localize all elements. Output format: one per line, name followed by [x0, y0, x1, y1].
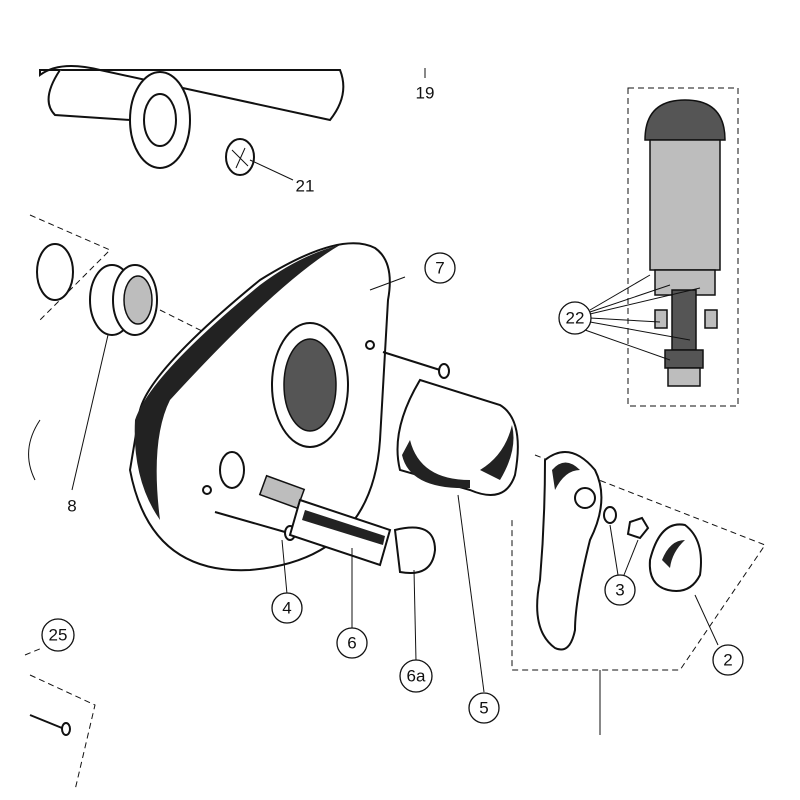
sleeve-5	[396, 378, 519, 693]
valve-body	[39, 65, 345, 169]
screw-upper	[382, 351, 450, 379]
adapter-8	[71, 264, 211, 491]
label-6: 6	[347, 634, 356, 653]
label-19: 19	[416, 84, 435, 103]
label-25: 25	[49, 626, 68, 645]
callout-5-circle	[468, 692, 500, 724]
screw-25	[24, 647, 96, 791]
callout-2-circle	[712, 644, 744, 676]
label-22: 22	[566, 309, 585, 328]
o-ring	[36, 243, 74, 301]
callout-3-circle	[604, 574, 636, 606]
screw-21	[225, 138, 294, 181]
label-21: 21	[296, 177, 315, 196]
cartridge-6	[258, 474, 392, 628]
label-6a: 6a	[407, 667, 426, 686]
label-4: 4	[282, 599, 291, 618]
label-2: 2	[723, 651, 732, 670]
callout-7-circle	[424, 252, 456, 284]
inset-cartridge-detail	[584, 87, 739, 407]
label-7: 7	[435, 259, 444, 278]
cap-2	[648, 523, 719, 646]
label-8: 8	[67, 497, 76, 516]
callout-22-circle	[558, 301, 592, 335]
callout-25-circle	[41, 618, 75, 652]
cap-6a	[393, 526, 437, 662]
label-3: 3	[615, 581, 624, 600]
callout-6a-circle	[399, 659, 433, 693]
curve-left	[28, 419, 41, 481]
label-5: 5	[479, 699, 488, 718]
callout-4-circle	[271, 592, 303, 624]
lever-handle	[536, 451, 603, 651]
dashed-group-handle	[511, 454, 766, 671]
callout-6-circle	[336, 627, 368, 659]
escutcheon-plate	[128, 242, 406, 572]
washer-nut-3	[603, 506, 650, 576]
